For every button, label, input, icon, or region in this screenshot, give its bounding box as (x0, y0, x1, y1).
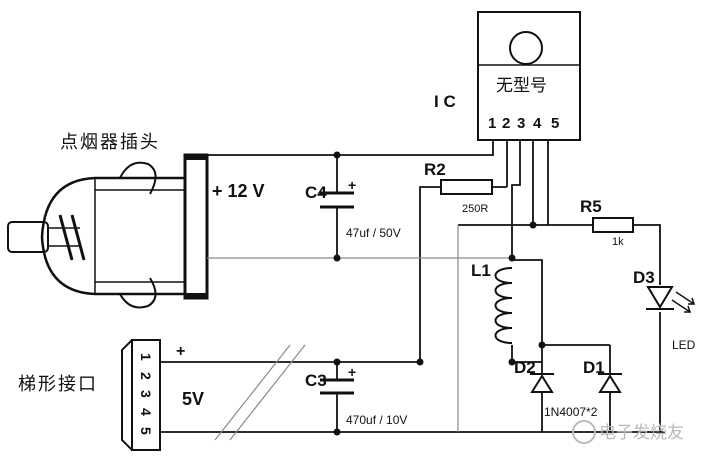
ladder-pin-4: 4 (138, 408, 154, 416)
capacitor-c3 (320, 378, 354, 395)
ic-pin-2: 2 (502, 115, 510, 132)
c4-plus: + (348, 177, 356, 193)
r5-label: R5 (580, 197, 602, 216)
output-plus: + (176, 343, 185, 360)
plus-12v-label: + 12 V (212, 181, 265, 201)
c3-plus: + (348, 364, 356, 380)
c4-label: C4 (305, 183, 327, 202)
cigarette-lighter-plug (7, 153, 209, 309)
d2-label: D2 (514, 358, 536, 377)
ic-regulator (477, 11, 581, 141)
c4-value: 47uf / 50V (346, 226, 401, 240)
d1-label: D1 (583, 358, 605, 377)
ladder-pin-3: 3 (138, 390, 154, 398)
resistor-r5 (592, 217, 634, 233)
ic-pin-numbers: 1 2 3 4 5 (488, 115, 559, 132)
watermark: 电子发烧友 (572, 420, 684, 444)
r2-value: 250R (462, 203, 488, 215)
resistor-r2 (440, 179, 493, 195)
ic-pin-1: 1 (488, 115, 496, 132)
ladder-interface-label: 梯形接口 (18, 374, 98, 395)
d3-label: D3 (633, 268, 655, 287)
diode-d1 (598, 373, 622, 393)
led-d3 (646, 286, 696, 313)
wires (160, 140, 665, 433)
diode-d2 (530, 373, 554, 393)
ic-label: I C (434, 92, 456, 111)
output-5v-label: 5V (182, 389, 204, 409)
ladder-pin-5: 5 (138, 427, 154, 435)
ladder-pin-2: 2 (138, 372, 154, 380)
watermark-text: 电子发烧友 (599, 423, 684, 443)
plug-label: 点烟器插头 (60, 132, 160, 153)
ic-pin-3: 3 (517, 115, 525, 132)
led-label: LED (672, 338, 696, 352)
ground-wires-light (207, 225, 512, 441)
r5-value: 1k (612, 236, 624, 248)
inductor-l1 (494, 267, 513, 344)
ic-pin-5: 5 (551, 115, 559, 132)
c3-label: C3 (305, 371, 327, 390)
ic-model-label: 无型号 (496, 76, 547, 96)
d2-part-number: 1N4007*2 (544, 405, 598, 419)
ic-pin-4: 4 (533, 115, 542, 132)
capacitor-c4 (320, 191, 354, 209)
c3-value: 470uf / 10V (346, 413, 407, 427)
ladder-pin-1: 1 (138, 353, 154, 361)
ladder-pin-numbers: 1 2 3 4 5 (138, 353, 154, 435)
junction-dots (333, 151, 546, 436)
l1-label: L1 (471, 261, 491, 280)
r2-label: R2 (424, 160, 446, 179)
